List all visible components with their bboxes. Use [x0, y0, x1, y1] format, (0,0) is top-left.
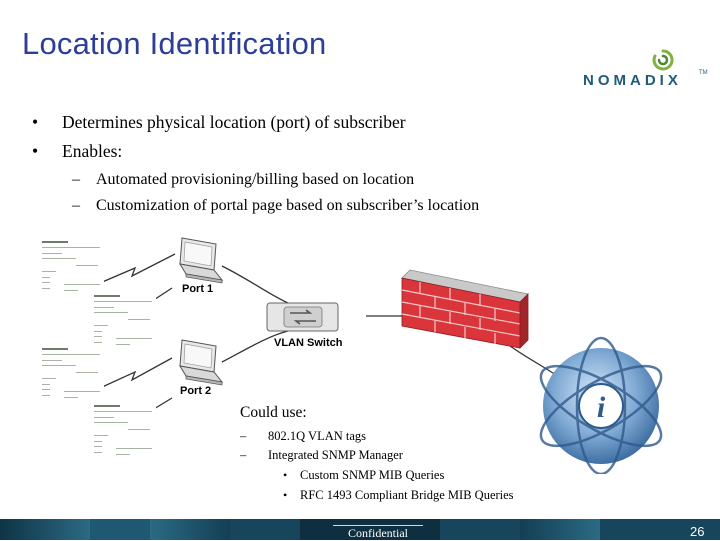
laptop-icon	[179, 339, 224, 386]
information-globe-icon: i	[539, 336, 663, 474]
snmp-sub-item: Custom SNMP MIB Queries	[300, 468, 445, 482]
sub-bullet-text: Automated provisioning/billing based on …	[96, 171, 415, 188]
bullet-item: • Determines physical location (port) of …	[32, 112, 406, 133]
could-use-item: 802.1Q VLAN tags	[268, 429, 367, 443]
port-1-label: Port 1	[182, 283, 214, 295]
nomadix-logo: NOMADIX TM	[583, 48, 708, 98]
dash-glyph: –	[240, 448, 247, 462]
sub-bullet-item: –Automated provisioning/billing based on…	[72, 171, 414, 189]
page-number: 26	[690, 524, 705, 539]
sub-bullet-text: Customization of portal page based on su…	[96, 197, 480, 214]
bullet-item: • Enables:	[32, 141, 122, 162]
bullet-glyph: •	[283, 488, 288, 502]
confidential-label: Confidential	[333, 525, 423, 541]
portal-page-thumbnail	[92, 402, 156, 464]
portal-page-thumbnail	[40, 238, 104, 300]
footer-bar	[0, 519, 720, 540]
dash-glyph: –	[72, 171, 80, 188]
bullet-glyph: •	[283, 468, 288, 482]
dash-glyph: –	[240, 429, 247, 443]
portal-page-thumbnail	[40, 345, 104, 407]
bullet-glyph: •	[32, 112, 39, 132]
port-2-label: Port 2	[180, 385, 212, 397]
could-use-heading: Could use:	[240, 404, 307, 421]
sub-bullet-item: –Customization of portal page based on s…	[72, 197, 479, 215]
dash-glyph: –	[72, 197, 80, 214]
could-use-item: Integrated SNMP Manager	[268, 448, 403, 462]
swirl-icon	[652, 49, 674, 71]
firewall-icon	[401, 269, 529, 349]
laptop-icon	[179, 237, 224, 284]
slide-title: Location Identification	[22, 26, 327, 61]
svg-text:i: i	[597, 391, 606, 424]
snmp-sub-item: RFC 1493 Compliant Bridge MIB Queries	[300, 488, 514, 502]
bullet-text: Enables:	[62, 141, 123, 161]
bullet-text: Determines physical location (port) of s…	[62, 112, 406, 132]
switch-icon	[266, 302, 339, 332]
portal-page-thumbnail	[92, 292, 156, 354]
logo-trademark: TM	[699, 70, 708, 76]
vlan-switch-label: VLAN Switch	[274, 337, 343, 349]
logo-wordmark: NOMADIX	[583, 72, 682, 89]
bullet-glyph: •	[32, 141, 39, 161]
